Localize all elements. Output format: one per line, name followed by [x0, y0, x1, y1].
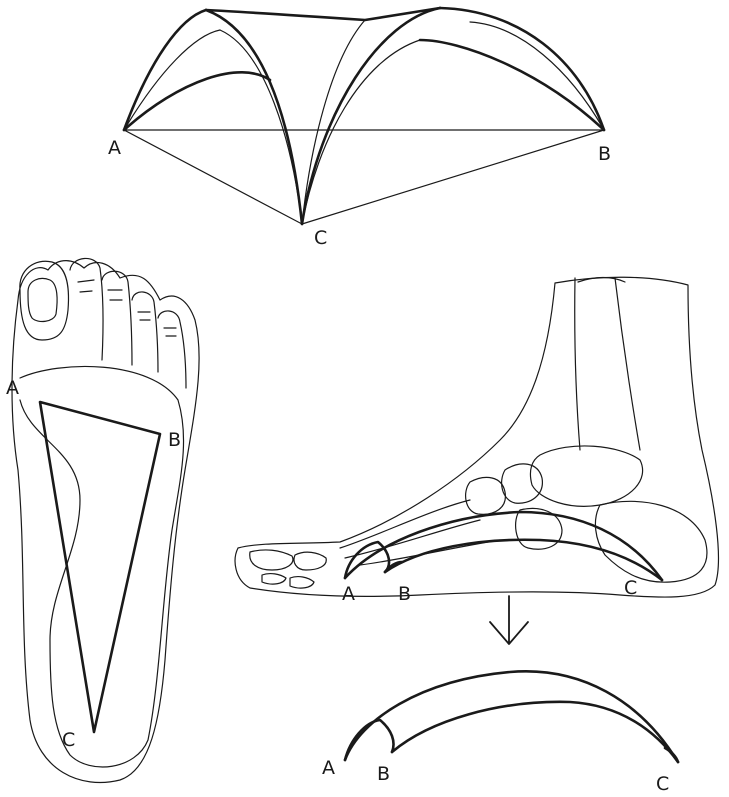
- dome-left-arch-inner: [123, 29, 221, 131]
- down-arrow-icon: [489, 595, 529, 645]
- dome-ridge: [204, 6, 442, 22]
- side-cuboid: [514, 507, 563, 550]
- side-label-c: C: [624, 577, 637, 599]
- sole-big-toenail: [27, 277, 58, 323]
- dome-label-c: C: [314, 227, 327, 249]
- side-calcaneus: [594, 500, 708, 583]
- foot-sole: A B C: [6, 257, 200, 784]
- sole-toe-5: [157, 310, 187, 389]
- isolated-arch: A B C: [322, 670, 680, 795]
- side-outline: [234, 276, 720, 598]
- dome-left-arch-outer: [122, 8, 208, 132]
- dome-left-to-c: [204, 8, 304, 226]
- arch-end-right: [663, 746, 680, 764]
- sole-label-c: C: [62, 729, 75, 751]
- arch-label-c: C: [656, 773, 669, 795]
- arch-label-a: A: [322, 757, 335, 779]
- arch-label-b: B: [377, 763, 390, 785]
- dome-left-arch-front: [122, 71, 272, 132]
- sole-label-a: A: [6, 377, 19, 399]
- arch-inner: [390, 700, 680, 764]
- dome-right-arch-front: [418, 38, 606, 132]
- dome-left-to-c-inner: [219, 29, 303, 225]
- dome-base-triangle: [123, 129, 605, 225]
- sole-toe-2: [69, 257, 104, 361]
- foot-side-view: A B C: [234, 276, 720, 605]
- sole-toe-3: [101, 270, 133, 366]
- side-cuneiform: [464, 476, 506, 515]
- dome-centre-line: [301, 19, 366, 225]
- tripod-dome: A B C: [108, 6, 611, 249]
- dome-label-a: A: [108, 137, 121, 159]
- sole-big-toe: [19, 260, 70, 341]
- sole-triangle: [38, 400, 162, 734]
- arch-end-left: [343, 718, 395, 762]
- sole-label-b: B: [168, 429, 181, 451]
- dome-right-arch-outer: [438, 6, 606, 132]
- sole-outline: [11, 260, 200, 784]
- side-fibula: [614, 277, 641, 451]
- side-tibia: [574, 277, 581, 451]
- sole-inner-contour: [19, 365, 185, 768]
- side-toe-bones: [249, 549, 327, 589]
- dome-right-to-c-inner: [301, 39, 421, 225]
- side-label-b: B: [398, 583, 411, 605]
- down-arrow: [489, 595, 529, 645]
- dome-right-to-c: [300, 6, 442, 226]
- side-arch-front-a: [343, 540, 391, 580]
- side-talus: [529, 445, 644, 507]
- side-label-a: A: [342, 583, 355, 605]
- sole-toe-creases: [77, 279, 177, 337]
- dome-right-arch-inner: [469, 21, 605, 131]
- side-arch-inner: [383, 538, 664, 582]
- dome-label-b: B: [598, 143, 611, 165]
- side-navicular: [501, 463, 543, 504]
- side-tibia-top: [577, 276, 626, 283]
- sole-toe-4: [131, 291, 159, 373]
- side-arch-front-b: [383, 560, 404, 574]
